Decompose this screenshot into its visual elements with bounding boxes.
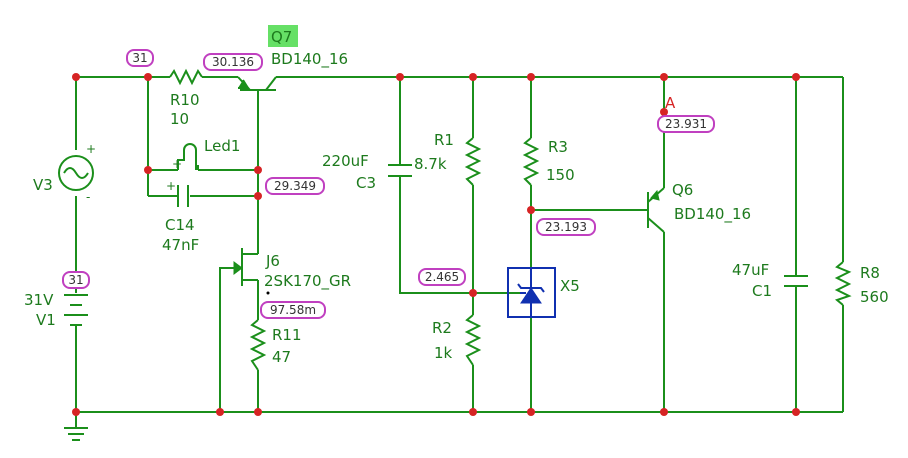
- r10-ref: R10: [170, 91, 200, 109]
- c1-value: 47uF: [732, 261, 769, 279]
- c3-value: 220uF: [322, 152, 369, 170]
- svg-text:2.465: 2.465: [425, 270, 459, 284]
- q6-ref: Q6: [672, 181, 693, 199]
- junction-dots: [72, 73, 800, 416]
- j6-model: 2SK170_GR: [264, 272, 351, 291]
- r11-value: 47: [272, 348, 291, 366]
- probe-a-marker[interactable]: A: [665, 94, 676, 112]
- voltage-probes: 31 30.136 23.931 29.349 23.193 2.465 97.…: [62, 49, 715, 319]
- r1-value: 8.7k: [414, 155, 447, 173]
- q7-ref: Q7: [271, 28, 292, 46]
- probe-top-left[interactable]: 31: [126, 49, 154, 67]
- svg-text:30.136: 30.136: [212, 55, 254, 69]
- r11-ref: R11: [272, 326, 302, 344]
- svg-text:31: 31: [132, 51, 147, 65]
- c14-capacitor[interactable]: + C14 47nF: [162, 179, 199, 254]
- j6-ref: J6: [265, 252, 280, 270]
- c3-ref: C3: [356, 174, 376, 192]
- probe-j6-source[interactable]: 97.58m: [260, 301, 326, 319]
- r8-ref: R8: [860, 264, 880, 282]
- r1-ref: R1: [434, 131, 454, 149]
- svg-text:23.931: 23.931: [665, 117, 707, 131]
- q6-transistor[interactable]: Q6 BD140_16: [647, 181, 751, 233]
- q6-model: BD140_16: [674, 205, 751, 224]
- ground-icon: [64, 427, 88, 441]
- c1-capacitor[interactable]: 47uF C1: [732, 261, 808, 300]
- svg-text:31: 31: [68, 273, 83, 287]
- probe-v1[interactable]: 31: [62, 271, 90, 289]
- svg-text:29.349: 29.349: [274, 179, 316, 193]
- q7-transistor[interactable]: Q7 BD140_16: [237, 25, 348, 96]
- r1-resistor[interactable]: R1 8.7k: [414, 131, 482, 186]
- v1-value: 31V: [24, 291, 54, 309]
- c3-capacitor[interactable]: 220uF C3: [322, 152, 412, 192]
- r2-value: 1k: [434, 344, 453, 362]
- x5-shunt-regulator[interactable]: X5: [507, 267, 580, 318]
- probe-x5-ref[interactable]: 2.465: [418, 268, 466, 286]
- svg-text:-: -: [86, 190, 90, 204]
- v1-battery[interactable]: 31V V1: [24, 291, 88, 329]
- c1-ref: C1: [752, 282, 772, 300]
- svg-text:23.193: 23.193: [545, 220, 587, 234]
- q7-model: BD140_16: [271, 50, 348, 69]
- probe-a-node[interactable]: 23.931: [657, 115, 715, 133]
- r10-value: 10: [170, 110, 189, 128]
- r11-resistor[interactable]: R11 47: [249, 319, 302, 371]
- v1-ref: V1: [36, 311, 56, 329]
- svg-text:+: +: [86, 142, 96, 156]
- c14-ref: C14: [165, 216, 195, 234]
- probe-q7-emitter[interactable]: 30.136: [203, 53, 263, 71]
- r3-ref: R3: [548, 138, 568, 156]
- r3-resistor[interactable]: R3 150: [522, 137, 575, 186]
- svg-text:+: +: [166, 179, 176, 193]
- r3-value: 150: [546, 166, 575, 184]
- v3-ref: V3: [33, 176, 53, 194]
- led1-diode[interactable]: + Led1: [172, 137, 240, 171]
- svg-text:+: +: [172, 157, 182, 171]
- j6-jfet[interactable]: J6 2SK170_GR: [232, 240, 351, 295]
- r8-resistor[interactable]: R8 560: [834, 261, 889, 306]
- q7-ref-highlight: [268, 25, 298, 47]
- probe-x5-cathode[interactable]: 23.193: [536, 218, 596, 236]
- led1-ref: Led1: [204, 137, 240, 155]
- probe-a-label: A: [665, 94, 676, 112]
- r8-value: 560: [860, 288, 889, 306]
- r2-ref: R2: [432, 319, 452, 337]
- x5-ref: X5: [560, 277, 580, 295]
- v3-ac-source[interactable]: + - V3: [33, 142, 96, 204]
- probe-led-node[interactable]: 29.349: [265, 177, 325, 195]
- c14-value: 47nF: [162, 236, 199, 254]
- r2-resistor[interactable]: R2 1k: [432, 314, 482, 366]
- svg-text:97.58m: 97.58m: [270, 303, 316, 317]
- r10-resistor[interactable]: R10 10: [169, 68, 203, 128]
